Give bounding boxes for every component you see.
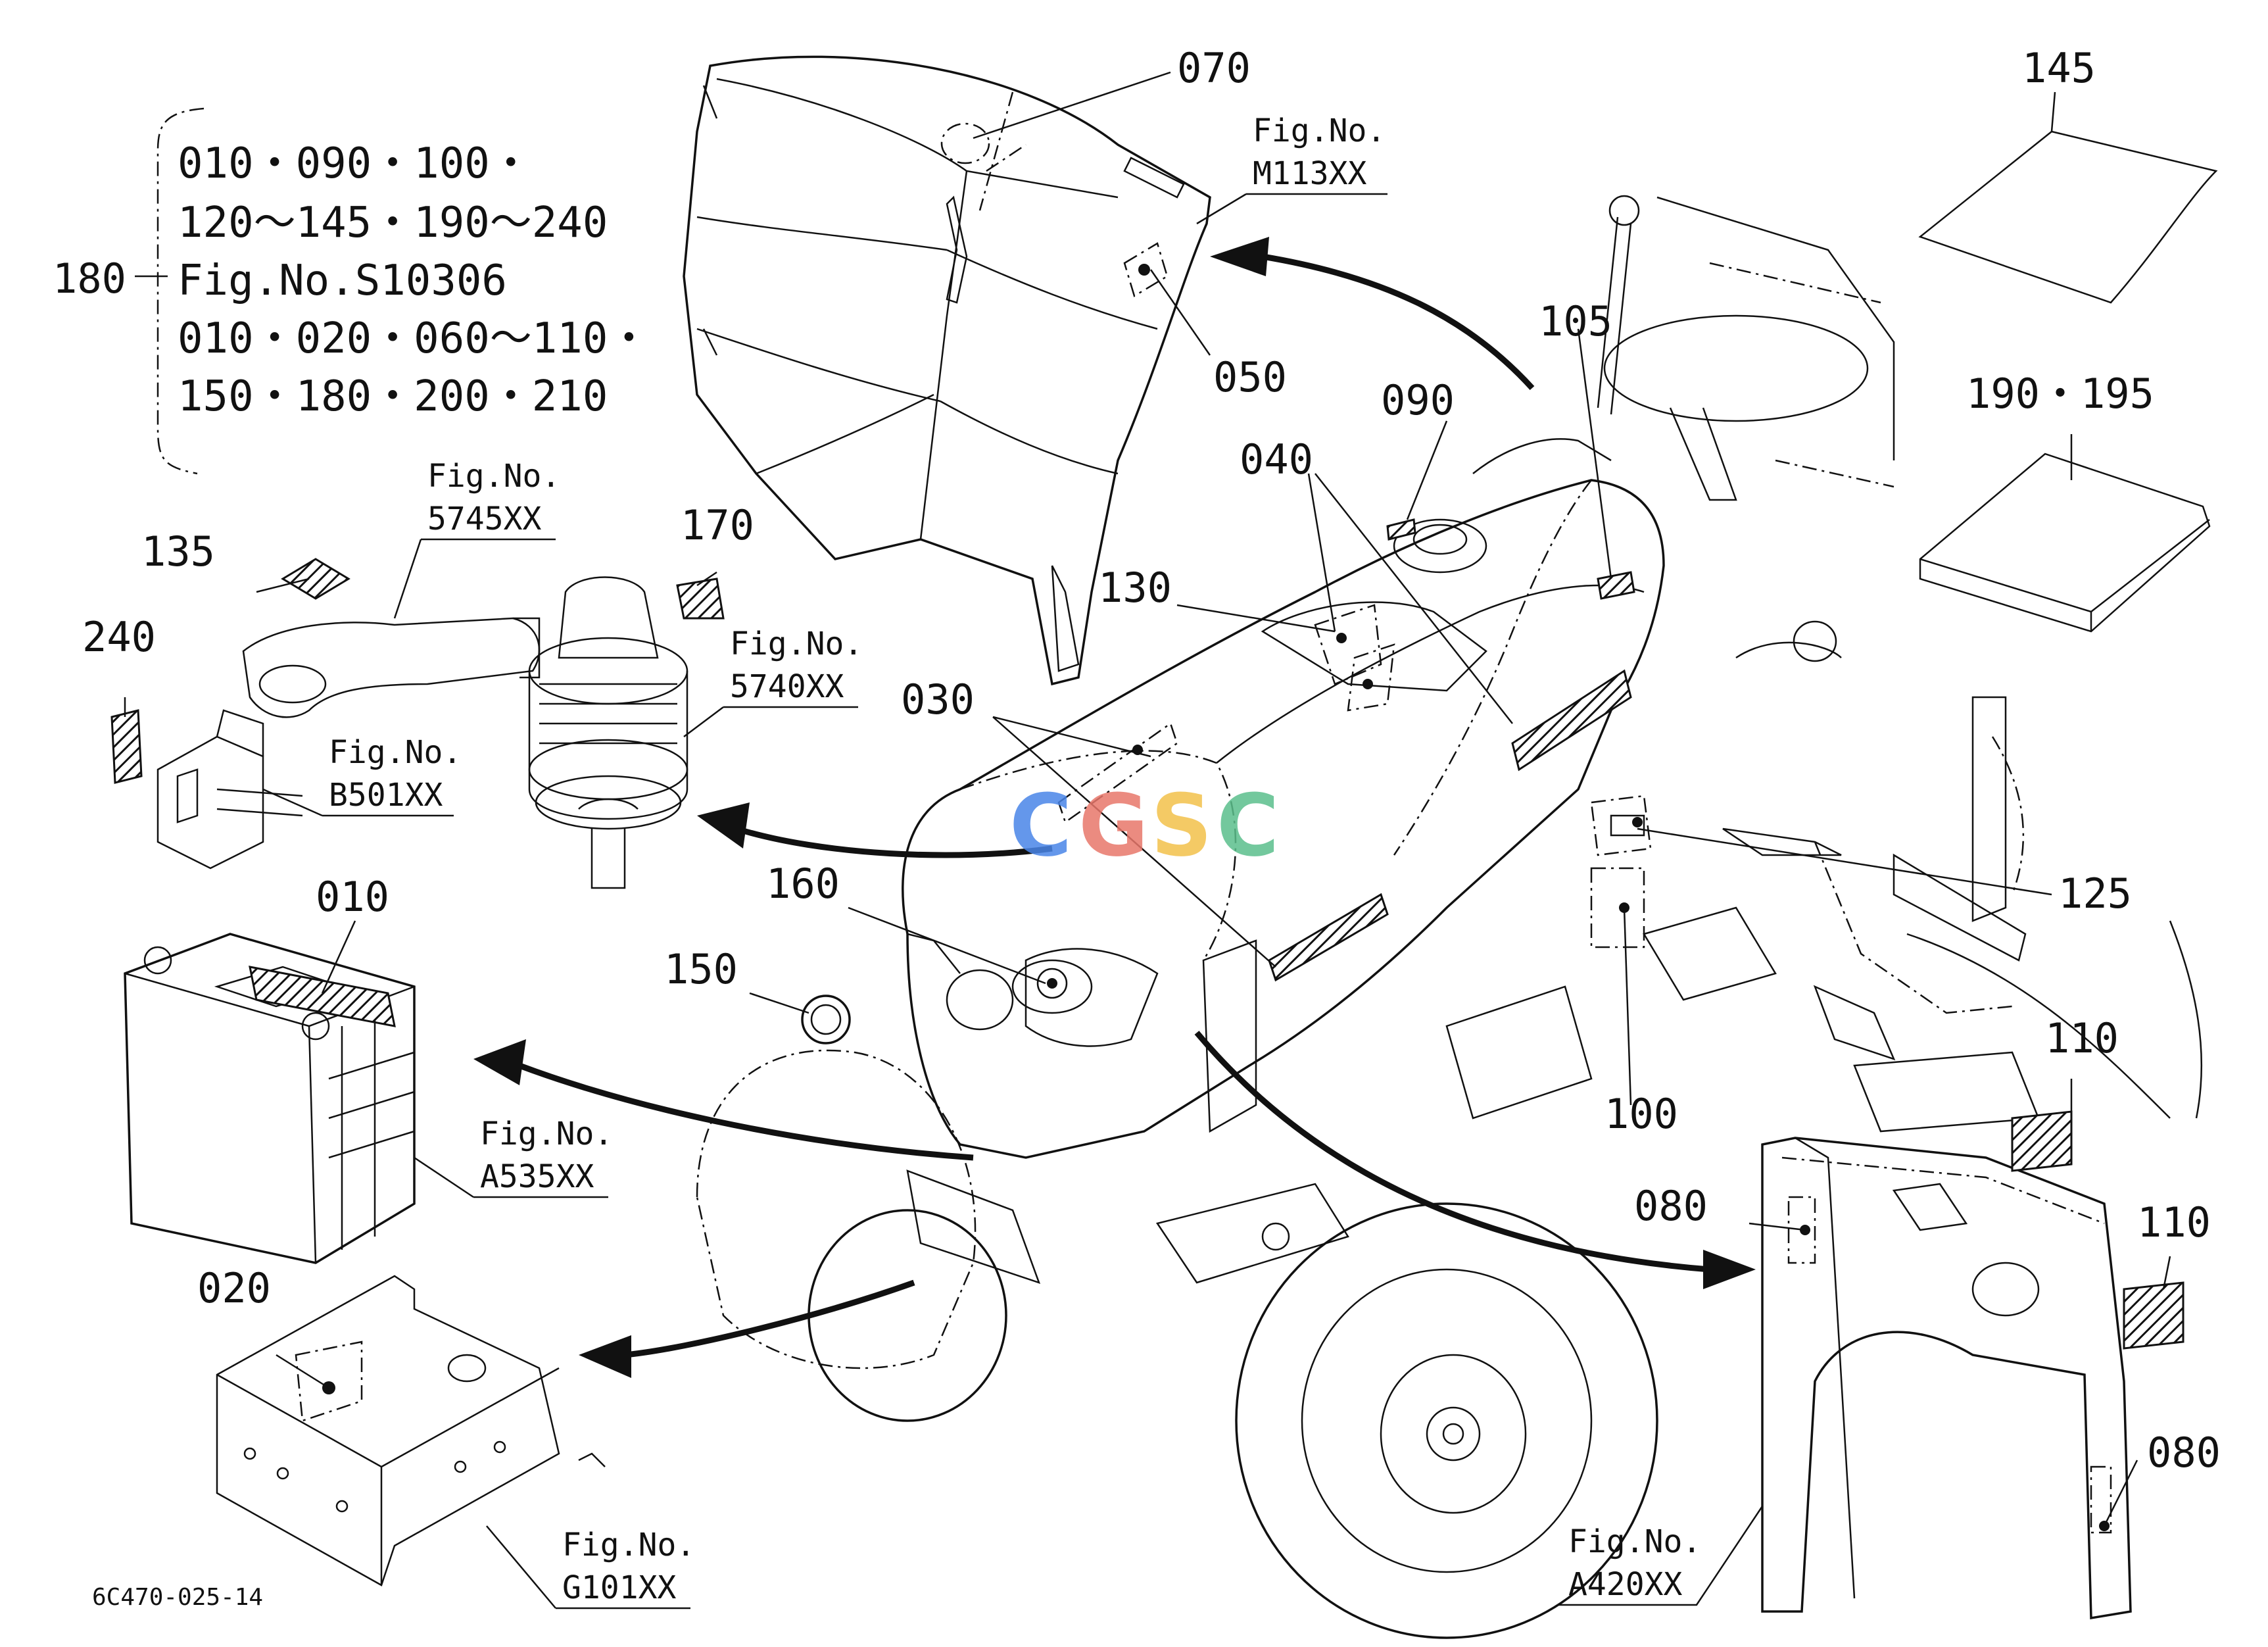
fig-ref-m113xx-code: M113XX xyxy=(1253,155,1366,192)
fig-ref-5745xx-code: 5745XX xyxy=(427,501,541,537)
fig-ref-5745xx-label: Fig.No. xyxy=(427,458,560,495)
watermark-letter-c1: C xyxy=(1009,775,1072,875)
loose-decals xyxy=(110,558,2184,1350)
leader-lines xyxy=(124,71,2171,1527)
callout-180: 180 xyxy=(53,255,126,303)
battery-drawing xyxy=(124,933,416,1264)
air-cleaner-drawing xyxy=(528,576,688,889)
callout-110-upper: 110 xyxy=(2045,1014,2119,1062)
intake-hose-drawing xyxy=(242,617,541,718)
callout-070: 070 xyxy=(1177,44,1251,92)
callout-020: 020 xyxy=(197,1264,271,1312)
callout-150: 150 xyxy=(664,945,738,993)
callout-130: 130 xyxy=(1098,564,1172,612)
fig-ref-b501xx: Fig.No. B501XX xyxy=(262,734,462,817)
callout-190-195: 190・195 xyxy=(1966,370,2154,418)
drawing-code: 6C470-025-14 xyxy=(92,1584,263,1611)
fig-ref-a535xx: Fig.No. A535XX xyxy=(414,1116,613,1198)
fig-ref-5740xx-label: Fig.No. xyxy=(730,626,863,662)
callout-080-upper: 080 xyxy=(1634,1182,1708,1230)
callout-100: 100 xyxy=(1604,1090,1678,1138)
callout-240: 240 xyxy=(82,613,156,661)
front-frame-drawing xyxy=(216,1275,606,1586)
group-180-line-5: 150・180・200・210 xyxy=(178,372,608,421)
fig-ref-5745xx: Fig.No. 5745XX xyxy=(393,458,560,619)
fig-ref-b501xx-code: B501XX xyxy=(329,777,443,814)
watermark-letter-c2: C xyxy=(1217,775,1279,875)
cgsc-watermark: C G S C xyxy=(1009,775,1279,875)
callout-160: 160 xyxy=(766,860,840,908)
callout-labels: 070 050 145 190・195 105 090 040 130 135 … xyxy=(53,44,2221,1477)
group-180-line-3: Fig.No.S10306 xyxy=(178,257,507,305)
fig-ref-g101xx: Fig.No. G101XX xyxy=(486,1525,695,1610)
callout-040: 040 xyxy=(1240,435,1313,483)
callout-090: 090 xyxy=(1381,376,1455,424)
fig-ref-m113xx: Fig.No. M113XX xyxy=(1196,112,1387,225)
group-180-line-1: 010・090・100・ xyxy=(178,139,532,188)
fig-ref-b501xx-label: Fig.No. xyxy=(329,734,462,771)
fig-ref-a420xx: Fig.No. A420XX xyxy=(1558,1506,1764,1606)
fig-ref-5740xx: Fig.No. 5740XX xyxy=(683,626,863,737)
callout-030: 030 xyxy=(901,676,975,724)
fig-ref-a420xx-code: A420XX xyxy=(1568,1566,1682,1603)
group-180-bracket xyxy=(135,107,205,475)
manual-drawings xyxy=(1918,130,2218,633)
fig-ref-m113xx-label: Fig.No. xyxy=(1253,112,1386,149)
group-180-line-4: 010・020・060～110・ xyxy=(178,314,650,363)
watermark-letter-g: G xyxy=(1078,775,1149,875)
group-180-text: 010・090・100・ 120～145・190～240 Fig.No.S103… xyxy=(178,139,650,421)
fig-ref-a535xx-label: Fig.No. xyxy=(480,1116,613,1152)
callout-105: 105 xyxy=(1539,297,1612,345)
fig-ref-a535xx-code: A535XX xyxy=(480,1158,594,1195)
callout-050: 050 xyxy=(1213,353,1287,401)
tractor-body-drawing xyxy=(902,195,2203,1285)
fig-ref-5740xx-code: 5740XX xyxy=(730,668,844,705)
callout-145: 145 xyxy=(2022,44,2096,92)
reference-arrows xyxy=(473,237,1756,1378)
callout-010: 010 xyxy=(316,873,389,921)
watermark-letter-s: S xyxy=(1151,775,1213,875)
grille-panel-drawing xyxy=(1761,1137,2132,1620)
hood-drawing xyxy=(683,55,1211,686)
callout-080-lower: 080 xyxy=(2147,1429,2221,1477)
callout-135: 135 xyxy=(141,528,215,576)
fig-ref-a420xx-label: Fig.No. xyxy=(1568,1523,1701,1560)
fig-references: Fig.No. M113XX Fig.No. 5745XX Fig.No. 57… xyxy=(262,112,1764,1610)
bracket-drawing xyxy=(157,709,303,870)
callout-170: 170 xyxy=(681,501,754,549)
wheel-drawings xyxy=(696,933,2171,1639)
fig-ref-g101xx-code: G101XX xyxy=(562,1569,676,1606)
fig-ref-g101xx-label: Fig.No. xyxy=(562,1527,695,1563)
group-180-line-2: 120～145・190～240 xyxy=(178,199,608,247)
callout-110-lower: 110 xyxy=(2137,1198,2211,1246)
callout-125: 125 xyxy=(2058,870,2132,918)
